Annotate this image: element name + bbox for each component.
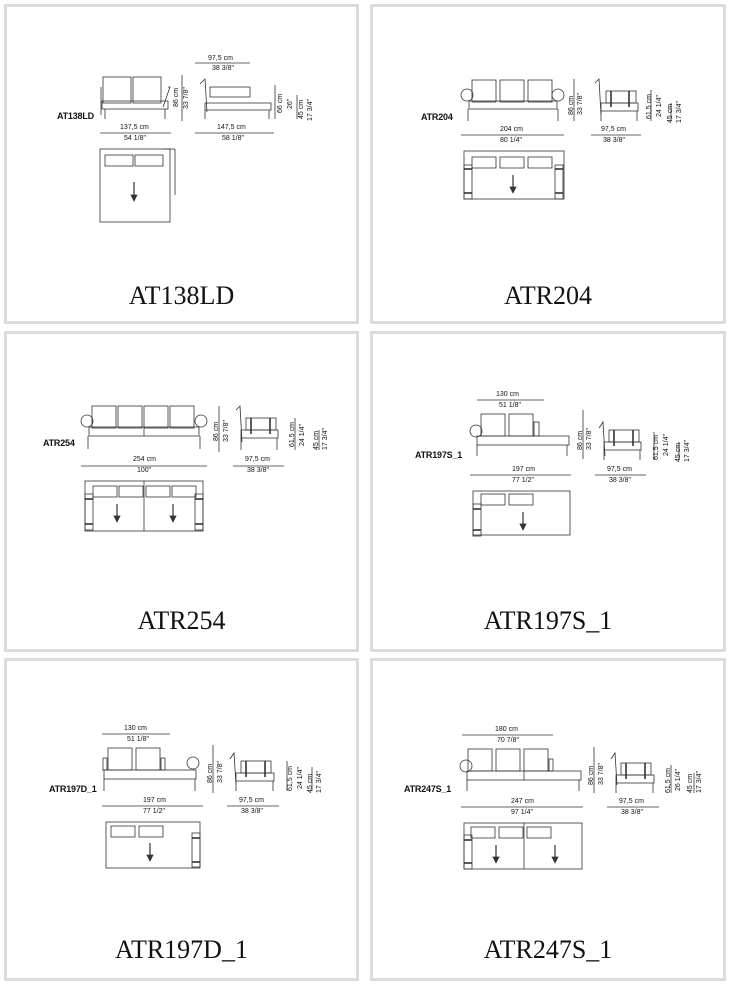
dim-front-width-in: 80 1/4" xyxy=(500,137,522,144)
dim-front-width-in: 97 1/4" xyxy=(511,809,533,816)
drawing-label: ATR197D_1 xyxy=(49,784,97,794)
dim-front-width-cm: 204 cm xyxy=(500,126,523,133)
product-card-atr204[interactable]: ATR204 86 cm 33 7/8" 61,5 cm 24 1/4" 45 … xyxy=(370,4,726,324)
sofa-technical-drawing xyxy=(460,78,672,200)
dim-side-length-in: 58 1/8" xyxy=(222,135,244,142)
dim-arm-height-in: 26" xyxy=(287,98,294,109)
dim-side-depth-in: 38 3/8" xyxy=(247,467,269,474)
dim-arm-height-cm: 61,5 cm xyxy=(287,766,294,791)
dim-back-width-in: 70 7/8" xyxy=(497,737,519,744)
drawing-label: ATR247S_1 xyxy=(404,784,452,794)
dim-side-length-cm: 147,5 cm xyxy=(217,124,246,131)
dim-side-depth-cm: 97,5 cm xyxy=(619,798,644,805)
card-title[interactable]: ATR204 xyxy=(503,281,593,310)
card-title[interactable]: ATR254 xyxy=(137,606,226,635)
sofa-technical-drawing xyxy=(102,733,313,869)
dim-front-width-in: 77 1/2" xyxy=(512,477,534,484)
dim-arm-height-in: 24 1/4" xyxy=(297,767,304,789)
dim-back-width-cm: 130 cm xyxy=(124,725,147,732)
dim-arm-height-cm: 66 cm xyxy=(277,93,284,113)
dim-side-depth-in: 38 3/8" xyxy=(609,477,631,484)
sofa-technical-drawing xyxy=(99,62,298,223)
dim-arm-height-cm: 61,5 cm xyxy=(646,94,653,119)
dim-front-width-cm: 197 cm xyxy=(143,797,166,804)
dim-front-width-in: 100" xyxy=(137,467,152,474)
dim-height-cm: 86 cm xyxy=(173,87,180,107)
dim-seat-height-in: 17 3/4" xyxy=(684,440,691,462)
dim-seat-height-cm: 45 cm xyxy=(313,430,320,450)
dim-seat-height-in: 17 3/4" xyxy=(316,771,323,793)
dim-height-in: 33 7/8" xyxy=(586,428,593,450)
card-title[interactable]: ATR197D_1 xyxy=(115,935,248,964)
dim-height-cm: 86 cm xyxy=(568,95,575,115)
dim-arm-height-cm: 61,5 cm xyxy=(653,435,660,460)
drawing-label: ATR254 xyxy=(43,438,75,448)
dim-height-in: 33 7/8" xyxy=(223,420,230,442)
dim-back-width-cm: 130 cm xyxy=(496,391,519,398)
product-card-at138ld[interactable]: AT138LD 97,5 cm 38 3/8" 86 cm 33 7/8" 66… xyxy=(4,4,359,324)
dim-side-depth-in: 38 3/8" xyxy=(212,65,234,72)
dim-seat-height-in: 17 3/4" xyxy=(676,101,683,123)
dim-height-in: 33 7/8" xyxy=(183,87,190,109)
dim-back-width-cm: 180 cm xyxy=(495,726,518,733)
dim-back-width-in: 51 1/8" xyxy=(499,402,521,409)
dim-front-width-cm: 137,5 cm xyxy=(120,124,149,131)
dim-arm-height-in: 24 1/4" xyxy=(663,434,670,456)
dim-height-in: 33 7/8" xyxy=(217,761,224,783)
sofa-technical-drawing xyxy=(80,405,320,532)
dim-seat-height-in: 17 3/4" xyxy=(307,99,314,121)
dim-front-width-in: 77 1/2" xyxy=(143,808,165,815)
dim-seat-height-cm: 45 cm xyxy=(307,773,314,793)
dim-height-cm: 86 cm xyxy=(207,763,214,783)
dim-front-width-cm: 247 cm xyxy=(511,798,534,805)
card-title[interactable]: ATR247S_1 xyxy=(483,935,613,964)
dim-seat-height-cm: 45 cm xyxy=(675,442,682,462)
drawing-label: ATR197S_1 xyxy=(415,450,463,460)
dim-height-cm: 86 cm xyxy=(588,765,595,785)
dim-height-cm: 86 cm xyxy=(213,421,220,441)
dim-front-width-cm: 197 cm xyxy=(512,466,535,473)
product-card-atr197d-1[interactable]: ATR197D_1 130 cm 51 1/8" 86 cm 33 7/8" 6… xyxy=(4,658,359,981)
dim-side-depth-in: 38 3/8" xyxy=(621,809,643,816)
dim-side-depth-in: 38 3/8" xyxy=(241,808,263,815)
dim-arm-height-cm: 61,5 cm xyxy=(289,422,296,447)
dim-side-depth-cm: 97,5 cm xyxy=(208,55,233,62)
product-card-atr247s-1[interactable]: ATR247S_1 180 cm 70 7/8" 86 cm 33 7/8" 6… xyxy=(370,658,726,981)
dim-height-in: 33 7/8" xyxy=(577,93,584,115)
drawing-label: AT138LD xyxy=(57,111,94,121)
dim-arm-height-cm: 61,5 cm xyxy=(665,768,672,793)
drawing-label: ATR204 xyxy=(421,112,453,122)
dim-arm-height-in: 24 1/4" xyxy=(299,424,306,446)
dim-side-depth-cm: 97,5 cm xyxy=(607,466,632,473)
dim-back-width-in: 51 1/8" xyxy=(127,736,149,743)
dim-side-depth-cm: 97,5 cm xyxy=(245,456,270,463)
dim-height-in: 33 7/8" xyxy=(598,763,605,785)
dim-seat-height-cm: 45 cm xyxy=(687,773,694,793)
dim-side-depth-cm: 97,5 cm xyxy=(601,126,626,133)
product-card-atr197s-1[interactable]: ATR197S_1 130 cm 51 1/8" 86 cm 33 7/8" 6… xyxy=(370,331,726,652)
dim-height-cm: 86 cm xyxy=(577,430,584,450)
dim-side-depth-cm: 97,5 cm xyxy=(239,797,264,804)
card-title[interactable]: AT138LD xyxy=(128,281,235,310)
dim-arm-height-in: 24 1/4" xyxy=(656,95,663,117)
dim-seat-height-cm: 45 cm xyxy=(667,103,674,123)
dim-side-depth-in: 38 3/8" xyxy=(603,137,625,144)
sofa-technical-drawing xyxy=(459,734,695,870)
dim-arm-height-in: 26 1/4" xyxy=(675,769,682,791)
card-title[interactable]: ATR197S_1 xyxy=(483,606,613,635)
dim-seat-height-cm: 45 cm xyxy=(298,99,305,119)
dim-seat-height-in: 17 3/4" xyxy=(696,771,703,793)
dim-front-width-in: 54 1/8" xyxy=(124,135,146,142)
dim-seat-height-in: 17 3/4" xyxy=(322,428,329,450)
dim-front-width-cm: 254 cm xyxy=(133,456,156,463)
sofa-technical-drawing xyxy=(469,399,680,537)
product-card-atr254[interactable]: ATR254 86 cm 33 7/8" 61,5 cm 24 1/4" 45 … xyxy=(4,331,359,652)
